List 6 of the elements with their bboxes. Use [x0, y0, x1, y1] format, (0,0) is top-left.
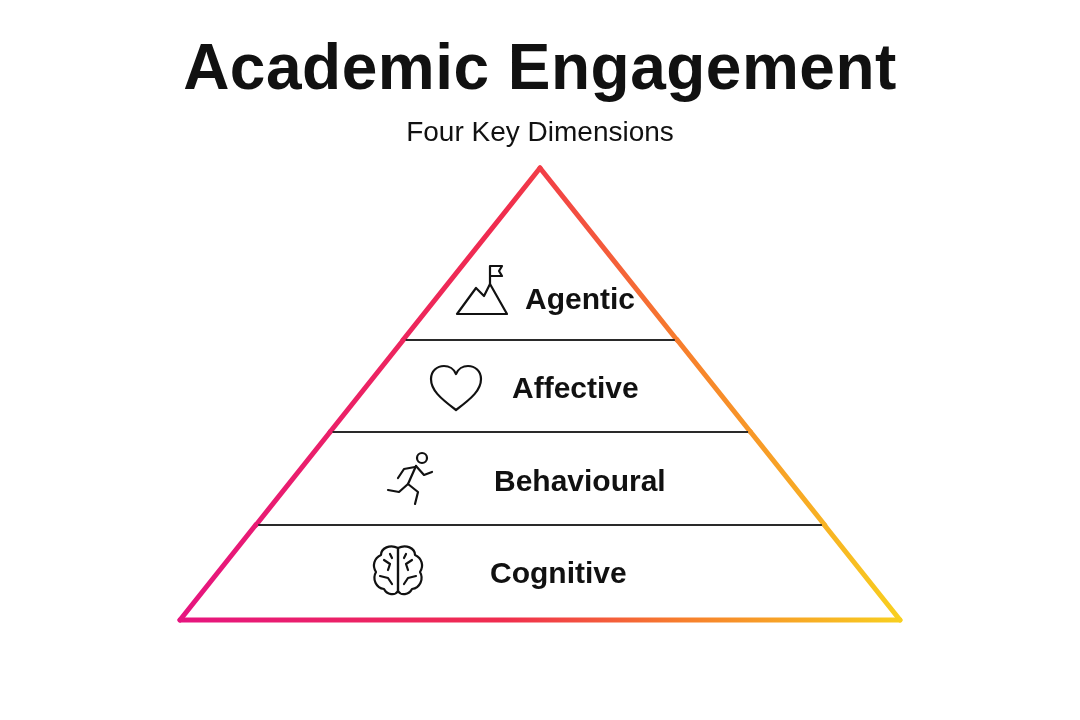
- title: Academic Engagement: [182, 30, 898, 104]
- subtitle: Four Key Dimensions: [405, 116, 675, 148]
- tier-label: Cognitive: [490, 558, 627, 588]
- tier-label: Affective: [512, 373, 639, 403]
- tier-label: Behavioural: [494, 466, 666, 496]
- tier-label: Agentic: [525, 284, 635, 314]
